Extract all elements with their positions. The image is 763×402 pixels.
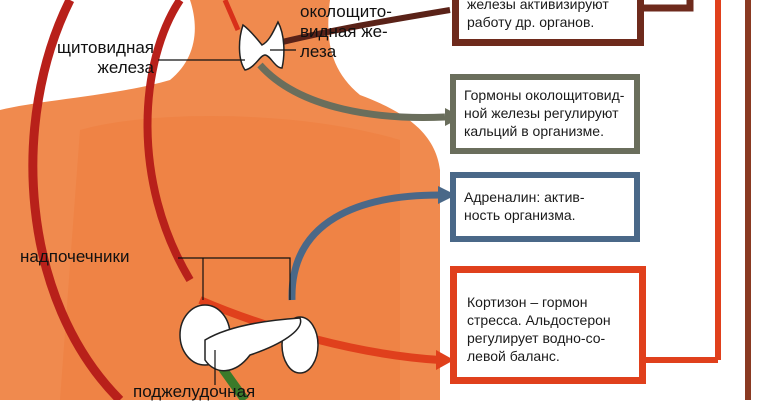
box-line: регулирует водно-со- (467, 330, 606, 346)
parathyroid-label-line1: околощито- (300, 2, 392, 21)
parathyroid-label: околощито- видная же- леза (300, 2, 392, 62)
box-line: стресса. Альдостерон (467, 312, 611, 328)
box-line: левой баланс. (467, 348, 560, 364)
pancreas-label: поджелудочная (133, 382, 256, 401)
adrenals-label: надпочечники (20, 247, 130, 266)
adrenaline-box: Адреналин: актив- ность организма. (450, 172, 640, 242)
box-line: ность организма. (464, 207, 576, 223)
adrenal-leader-lines (178, 257, 291, 385)
box-line: работу др. органов. (467, 14, 595, 30)
thyroid-arrow-brown (269, 7, 451, 48)
thyroid-label-line1: щитовидная (56, 38, 154, 57)
parathyroid-label-line2: видная же- (300, 22, 388, 41)
pancreas (204, 317, 302, 372)
thyroid-leader-line (158, 49, 296, 61)
box-line: ной железы регулируют (464, 105, 619, 121)
cortisone-box: Кортизон – гормон стресса. Альдостерон р… (450, 266, 646, 384)
parathyroid-hormones-box: Гормоны околощитовид- ной железы регулир… (450, 74, 640, 154)
parathyroid-arrow-gray (257, 62, 446, 121)
box-line: Адреналин: актив- (464, 189, 585, 205)
box-line: железы активизируют (467, 0, 609, 12)
blue-arrowhead (438, 186, 456, 204)
box-line: Гормоны околощитовид- (464, 87, 625, 103)
red-arrowhead (436, 350, 454, 370)
thyroid-label: щитовидная железа (14, 38, 154, 78)
dark-red-arc-inner (143, 0, 194, 283)
thyroid-gland (238, 20, 285, 71)
thyroid-label-line2: железа (97, 58, 154, 77)
connector-brown-top (644, 0, 694, 12)
thyroid-hormones-box: железы активизируют работу др. органов. (452, 0, 644, 46)
parathyroid-label-line3: леза (300, 42, 337, 61)
box-line: кальций в организме. (464, 123, 604, 139)
box-line: Кортизон – гормон (467, 294, 588, 310)
adrenaline-arrow-blue (288, 191, 441, 301)
dark-red-arc-left (28, 0, 124, 400)
red-arrow-neck (222, 0, 241, 31)
